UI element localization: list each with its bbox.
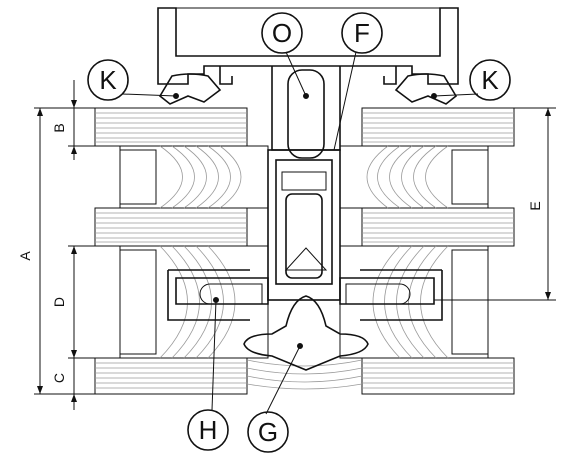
svg-text:F: F	[354, 18, 370, 48]
spring-element	[287, 69, 325, 159]
inner-housing	[267, 149, 341, 301]
dim-e-label: E	[527, 201, 543, 210]
callout-f: F	[341, 12, 383, 54]
dim-a-label: A	[17, 251, 33, 261]
svg-text:H: H	[199, 415, 218, 445]
callout-leaders	[121, 51, 479, 415]
gasket-k-right	[394, 73, 458, 105]
dim-d-label: D	[51, 297, 67, 307]
dimension-lines	[34, 80, 556, 410]
callout-k-right: K	[469, 59, 511, 101]
right-wood-panel	[339, 107, 515, 395]
gasket-k-left	[158, 73, 222, 105]
callout-g: G	[247, 411, 289, 453]
svg-text:G: G	[258, 417, 278, 447]
dim-b-label: B	[51, 123, 67, 132]
dimension-labels: A B D C E	[17, 123, 543, 383]
callout-k-left: K	[87, 59, 129, 101]
left-wood-panel	[94, 107, 269, 395]
callout-h: H	[187, 409, 229, 451]
aluminium-profile	[157, 7, 459, 151]
center-wood-grain	[246, 359, 363, 390]
svg-text:K: K	[481, 65, 499, 95]
dim-c-label: C	[51, 373, 67, 383]
callout-o: O	[261, 12, 303, 54]
svg-text:O: O	[272, 18, 292, 48]
horizontal-arms	[167, 269, 443, 321]
gasket-g	[243, 295, 369, 371]
svg-text:K: K	[99, 65, 117, 95]
